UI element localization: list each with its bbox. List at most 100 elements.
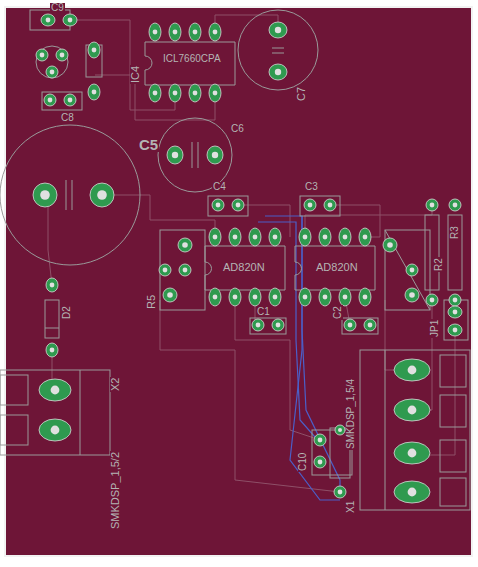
part-label: IC4 (130, 65, 141, 84)
pad-copper (167, 146, 183, 164)
pad-copper (304, 199, 316, 211)
pad-drill (193, 30, 198, 35)
pad-copper (426, 294, 438, 306)
pad-copper (339, 288, 351, 306)
part-label: C7 (296, 86, 307, 102)
part-label: ICL7660CPA (162, 54, 222, 64)
pad-drill (323, 235, 328, 240)
pad-drill (387, 242, 393, 248)
solder-pad (149, 23, 161, 41)
pad-drill (430, 203, 435, 208)
solder-pad (339, 228, 351, 246)
pad-copper (189, 84, 201, 102)
pad-copper (189, 23, 201, 41)
solder-pad (359, 228, 371, 246)
pad-copper (314, 456, 326, 468)
pad-drill (213, 295, 218, 300)
pad-copper (269, 64, 287, 80)
solder-pad (88, 42, 100, 58)
pad-copper (449, 199, 461, 211)
pad-drill (453, 298, 458, 303)
part-label: SMKDSP_1,5/4 (346, 378, 356, 450)
solder-pad (178, 238, 192, 252)
solder-pad (394, 399, 430, 421)
pad-drill (173, 30, 178, 35)
pad-copper (149, 84, 161, 102)
pad-drill (182, 242, 188, 248)
solder-pad (232, 199, 244, 211)
pad-drill (193, 91, 198, 96)
solder-pad (364, 319, 376, 331)
pad-copper (426, 199, 438, 211)
solder-pad (359, 288, 371, 306)
pad-drill (253, 235, 258, 240)
pad-copper (269, 288, 281, 306)
solder-pad (406, 264, 418, 276)
pad-copper (394, 359, 430, 381)
solder-pad (334, 486, 346, 498)
bottom-traces (258, 216, 340, 500)
part-label: SMKDSP_1,5/2 (110, 451, 121, 530)
part-label: AD820N (222, 262, 266, 273)
pad-copper (56, 49, 68, 61)
solder-pad (46, 343, 58, 357)
part-label: C10 (298, 452, 308, 472)
solder-pad (269, 228, 281, 246)
part-label: X2 (110, 377, 121, 392)
pad-copper (63, 14, 77, 26)
pad-drill (183, 268, 188, 273)
pad-drill (173, 91, 178, 96)
pad-copper (383, 238, 397, 252)
solder-pad (449, 199, 461, 211)
pad-drill (276, 323, 281, 328)
pad-copper (299, 228, 311, 246)
pad-drill (273, 295, 278, 300)
solder-pad (383, 238, 397, 252)
board-outline (5, 7, 472, 556)
part-label: X1 (346, 500, 356, 514)
solder-pad (344, 319, 356, 331)
pad-drill (253, 295, 258, 300)
solder-pad (149, 84, 161, 102)
pad-drill (163, 268, 168, 273)
solder-pad (159, 264, 171, 276)
pad-copper (90, 183, 114, 207)
pad-copper (209, 288, 221, 306)
solder-pad (46, 66, 58, 78)
part-label: C8 (60, 113, 75, 123)
solder-pad (88, 84, 100, 100)
solder-pad (314, 456, 326, 468)
pad-drill (48, 98, 53, 103)
part-label: JP1 (430, 319, 440, 338)
part-label: R2 (434, 257, 444, 272)
pad-drill (343, 235, 348, 240)
pad-copper (269, 22, 287, 38)
part-label: C3 (304, 182, 319, 192)
pad-copper (207, 146, 223, 164)
pad-drill (68, 98, 73, 103)
solder-pad (314, 434, 326, 446)
pad-copper (163, 288, 177, 302)
pad-copper (449, 294, 461, 306)
part-label: C5 (138, 137, 159, 152)
solder-pad (189, 84, 201, 102)
part-label: C2 (333, 305, 343, 320)
pad-drill (40, 53, 45, 58)
pad-drill (408, 406, 417, 415)
solder-pad (56, 49, 68, 61)
pad-drill (213, 91, 218, 96)
pad-drill (50, 70, 55, 75)
pad-drill (212, 152, 218, 158)
pad-drill (368, 323, 373, 328)
pad-copper (232, 199, 244, 211)
solder-pad (269, 64, 287, 80)
pad-copper (249, 288, 261, 306)
solder-pad (209, 23, 221, 41)
pad-drill (318, 460, 323, 465)
pad-drill (60, 53, 65, 58)
pad-copper (335, 425, 345, 435)
solder-pad (394, 359, 430, 381)
pad-copper (364, 319, 376, 331)
solder-pad (449, 294, 461, 306)
solder-pad (335, 425, 345, 435)
